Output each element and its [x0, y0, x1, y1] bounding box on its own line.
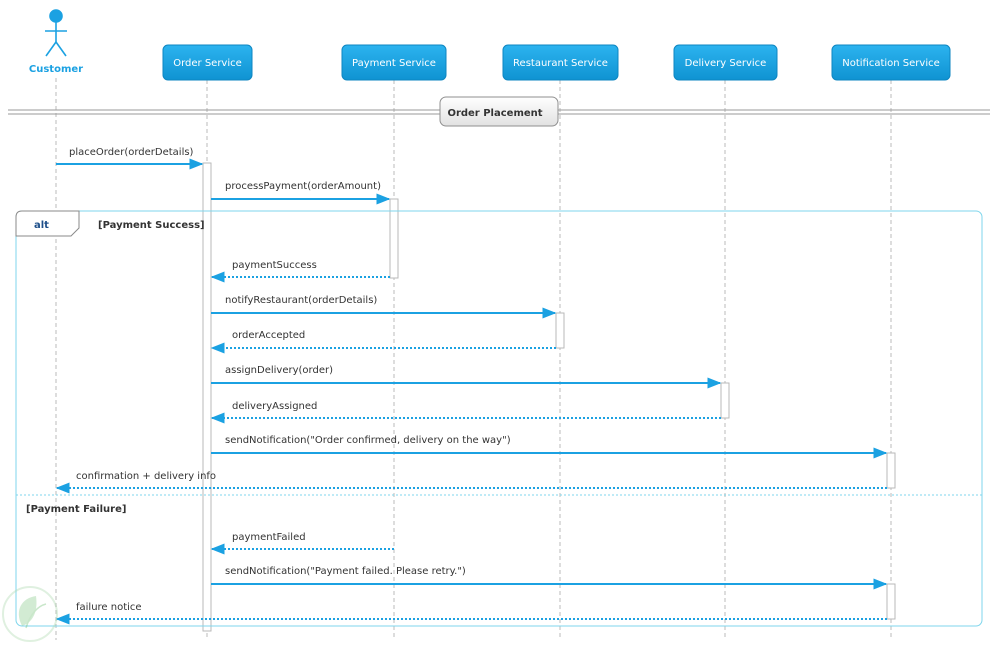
participant-label: Payment Service	[352, 58, 436, 69]
message-label: processPayment(orderAmount)	[225, 181, 381, 192]
participant-notification-service[interactable]: Notification Service	[831, 44, 951, 81]
restaurant-service-activation	[555, 312, 565, 349]
message-label: paymentSuccess	[232, 260, 317, 271]
order-service-activation	[202, 162, 212, 632]
participant-restaurant-service[interactable]: Restaurant Service	[502, 44, 619, 81]
payment-service-activation	[389, 198, 399, 279]
alt-guard-success: [Payment Success]	[98, 220, 205, 231]
participant-payment-service[interactable]: Payment Service	[341, 44, 447, 81]
order-placement-divider: Order Placement	[8, 96, 990, 127]
message-label: failure notice	[76, 602, 142, 613]
notification-service-activation-2	[886, 583, 896, 620]
alt-operator-label: alt	[34, 220, 49, 231]
participant-label: Notification Service	[842, 58, 940, 69]
message-label: sendNotification("Payment failed. Please…	[225, 566, 466, 577]
notification-service-activation-1	[886, 452, 896, 489]
alt-fragment: alt [Payment Success] [Payment Failure]	[15, 210, 983, 627]
participant-label: Delivery Service	[685, 58, 767, 69]
participant-label: Restaurant Service	[513, 58, 608, 69]
participant-delivery-service[interactable]: Delivery Service	[673, 44, 778, 81]
delivery-service-activation	[720, 382, 730, 419]
message-label: assignDelivery(order)	[225, 365, 333, 376]
message-label: paymentFailed	[232, 532, 306, 543]
customer-actor	[45, 9, 67, 57]
message-label: deliveryAssigned	[232, 401, 317, 412]
actor-head-icon	[49, 9, 63, 23]
message-label: placeOrder(orderDetails)	[69, 147, 194, 158]
participant-label: Order Service	[173, 58, 242, 69]
message-label: orderAccepted	[232, 330, 305, 341]
divider-label: Order Placement	[447, 108, 542, 119]
customer-actor-label: Customer	[29, 64, 83, 75]
alt-guard-failure: [Payment Failure]	[26, 504, 126, 515]
message-label: notifyRestaurant(orderDetails)	[225, 295, 377, 306]
participant-order-service[interactable]: Order Service	[162, 44, 253, 81]
message-label: confirmation + delivery info	[76, 471, 216, 482]
message-label: sendNotification("Order confirmed, deliv…	[225, 435, 511, 446]
watermark-logo	[2, 586, 58, 642]
